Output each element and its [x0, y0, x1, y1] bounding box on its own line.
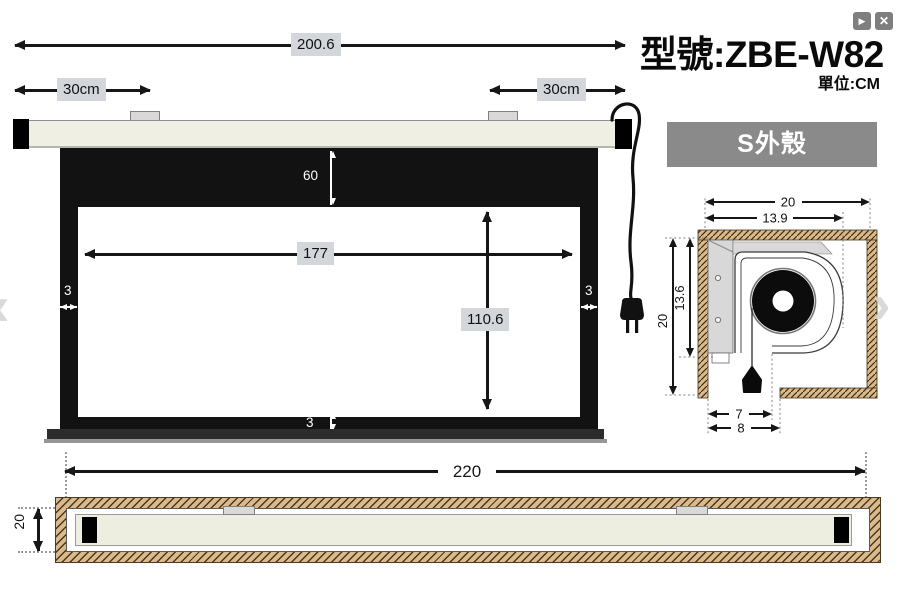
- power-cord-plug: [610, 102, 644, 333]
- dim-inner-height-label: 13.6: [672, 285, 687, 310]
- dim-bracket-right-label: 30cm: [537, 78, 586, 101]
- case-endcap-left: [82, 517, 97, 543]
- dim-opening-label: 7: [735, 407, 742, 422]
- close-button[interactable]: ✕: [875, 12, 893, 30]
- weight-bar: [47, 429, 604, 439]
- dim-view-width-label: 177: [297, 242, 335, 265]
- dim-inner-width-label: 13.9: [762, 211, 787, 226]
- prev-chevron-icon[interactable]: ‹: [0, 278, 10, 334]
- section-casing: [697, 229, 878, 399]
- ext-line-depth-bottom: [18, 551, 55, 553]
- extension-lines: [665, 197, 871, 434]
- plug-body: [620, 298, 644, 320]
- housing-endcap-right: [615, 119, 632, 149]
- screw-hole-top: [714, 274, 722, 282]
- dim-outer-height-label: 20: [655, 314, 670, 328]
- case-housing-bar: [75, 514, 852, 546]
- roll-hub: [772, 290, 794, 312]
- case-endcap-right: [834, 517, 849, 543]
- case-tab-left: [223, 506, 255, 515]
- next-chevron-icon[interactable]: ›: [872, 272, 891, 335]
- top-plate: [732, 241, 833, 255]
- section-dim-lines: [672, 201, 861, 429]
- dim-total-width-label: 200.6: [291, 33, 341, 56]
- model-title: 型號:ZBE-W82: [640, 34, 884, 75]
- dim-opening-outer-label: 8: [737, 421, 744, 436]
- dim-border-bottom-arrow: [329, 412, 336, 431]
- next-slide-button[interactable]: ▶: [853, 12, 871, 30]
- dim-case-depth-label: 20: [11, 514, 27, 530]
- dim-border-right-arrow: [581, 303, 597, 310]
- cross-section-view: 20 13.9 20 13.6 7 8: [655, 195, 878, 436]
- shell-inner: [740, 257, 835, 353]
- pull-weight: [742, 366, 762, 393]
- housing-bar: [27, 120, 617, 148]
- case-tab-right: [676, 506, 708, 515]
- screw-hole-bottom: [714, 316, 722, 324]
- dim-border-bottom-label: 3: [306, 415, 314, 430]
- dim-top-drop-arrow: [329, 151, 336, 205]
- dim-view-height-label: 110.6: [461, 308, 510, 331]
- dim-case-depth-arrow: [33, 508, 43, 552]
- weight-bar-lip: [44, 439, 607, 443]
- dim-border-right-label: 3: [585, 283, 593, 298]
- roller-mechanism: [707, 239, 844, 393]
- dim-border-left-arrow: [60, 303, 77, 310]
- unit-label: 單位:CM: [817, 76, 880, 93]
- shell-banner: S外殼: [667, 122, 877, 167]
- power-cord: [610, 102, 642, 300]
- bracket-foot: [711, 352, 730, 364]
- plug-prong-right: [635, 320, 639, 333]
- dim-case-length-label: 220: [438, 460, 496, 483]
- dim-outer-width-label: 20: [781, 195, 795, 210]
- dim-top-drop-label: 60: [303, 168, 319, 183]
- housing-endcap-left: [13, 119, 29, 149]
- wall-bracket: [707, 239, 734, 354]
- dim-bracket-left-label: 30cm: [57, 78, 106, 101]
- plug-prong-left: [626, 320, 630, 333]
- section-dim-arrowheads: [669, 198, 870, 432]
- dim-border-left-label: 3: [64, 283, 72, 298]
- ext-line-right: [865, 452, 867, 498]
